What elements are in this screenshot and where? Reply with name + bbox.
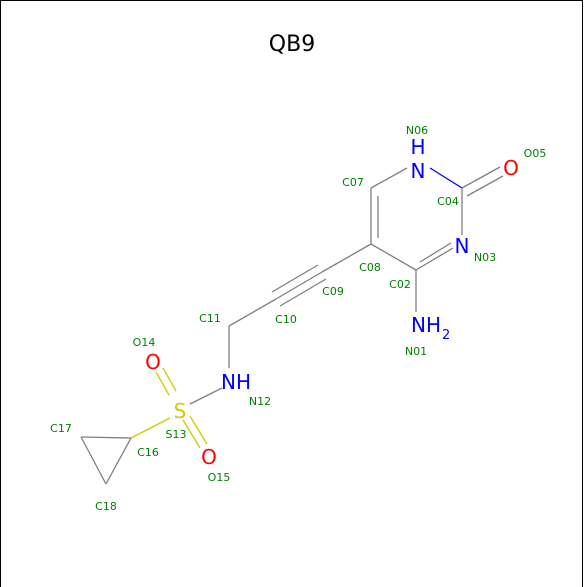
atom-id-n03: N03	[474, 251, 496, 264]
atom-id-c02: C02	[389, 278, 411, 291]
bond-s13-o14-a	[155, 371, 170, 396]
bond-c09-c10-b	[271, 264, 319, 293]
bond-c02-n03-double	[419, 242, 452, 263]
bonds	[80, 166, 504, 485]
bond-s13-o15-b	[189, 415, 208, 445]
atom-id-c16: C16	[137, 446, 159, 459]
bond-c09-c10-c	[279, 278, 327, 307]
bond-s13-o14-b	[162, 367, 177, 392]
atom-id-s13: S13	[166, 428, 187, 441]
atom-id-c18: C18	[95, 500, 117, 513]
bond-c07-n06	[370, 167, 408, 189]
atom-id-n12: N12	[249, 395, 271, 408]
atom-s13: S	[174, 399, 187, 423]
atom-id-c04: C04	[437, 195, 459, 208]
atom-id-c09: C09	[322, 285, 344, 298]
atom-id-c17: C17	[50, 422, 72, 435]
atom-labels: N H O N NH 2 NH S O O	[145, 135, 519, 469]
atom-id-c11: C11	[199, 312, 221, 325]
bond-n06-c04-n	[429, 167, 463, 189]
bond-c04-o05	[461, 166, 501, 189]
bond-s13-c16	[130, 417, 171, 439]
atom-o14: O	[145, 350, 161, 374]
atom-id-o14: O14	[133, 336, 156, 349]
atom-id-c08: C08	[359, 261, 381, 274]
atom-id-c10: C10	[275, 313, 297, 326]
bond-c10-c11	[228, 298, 277, 327]
atom-o15: O	[201, 445, 217, 469]
atom-id-n01: N01	[405, 345, 427, 358]
atom-n06-h: H	[410, 135, 425, 159]
bond-c09-c10-a	[275, 271, 323, 300]
atom-n06: N	[411, 159, 426, 183]
bond-c18-c16	[105, 437, 132, 485]
bond-c17-c18	[80, 436, 107, 485]
bond-c08-c09	[321, 243, 372, 273]
atom-n01-nh: NH	[411, 313, 441, 337]
atom-o05: O	[503, 156, 519, 180]
atom-n01-subscript: 2	[442, 328, 450, 343]
bond-n12-s13	[189, 387, 223, 405]
atom-id-o05: O05	[524, 147, 547, 160]
bond-c08-c02	[370, 243, 417, 271]
atom-id-n06: N06	[406, 124, 428, 137]
bond-c16-c17	[80, 436, 132, 439]
atom-ids: N06 O05 C07 C04 N03 C08 C02 C09 C11 C10 …	[50, 124, 546, 513]
bond-c02-n03	[415, 247, 454, 271]
bond-c04-o05-double	[466, 175, 504, 197]
molecule-title: QB9	[269, 32, 315, 57]
bond-s13-o15-a	[182, 419, 201, 449]
atom-n03: N	[455, 234, 470, 258]
atom-id-o15: O15	[208, 471, 231, 484]
atom-n12: NH	[221, 370, 251, 394]
atom-id-c07: C07	[342, 176, 364, 189]
